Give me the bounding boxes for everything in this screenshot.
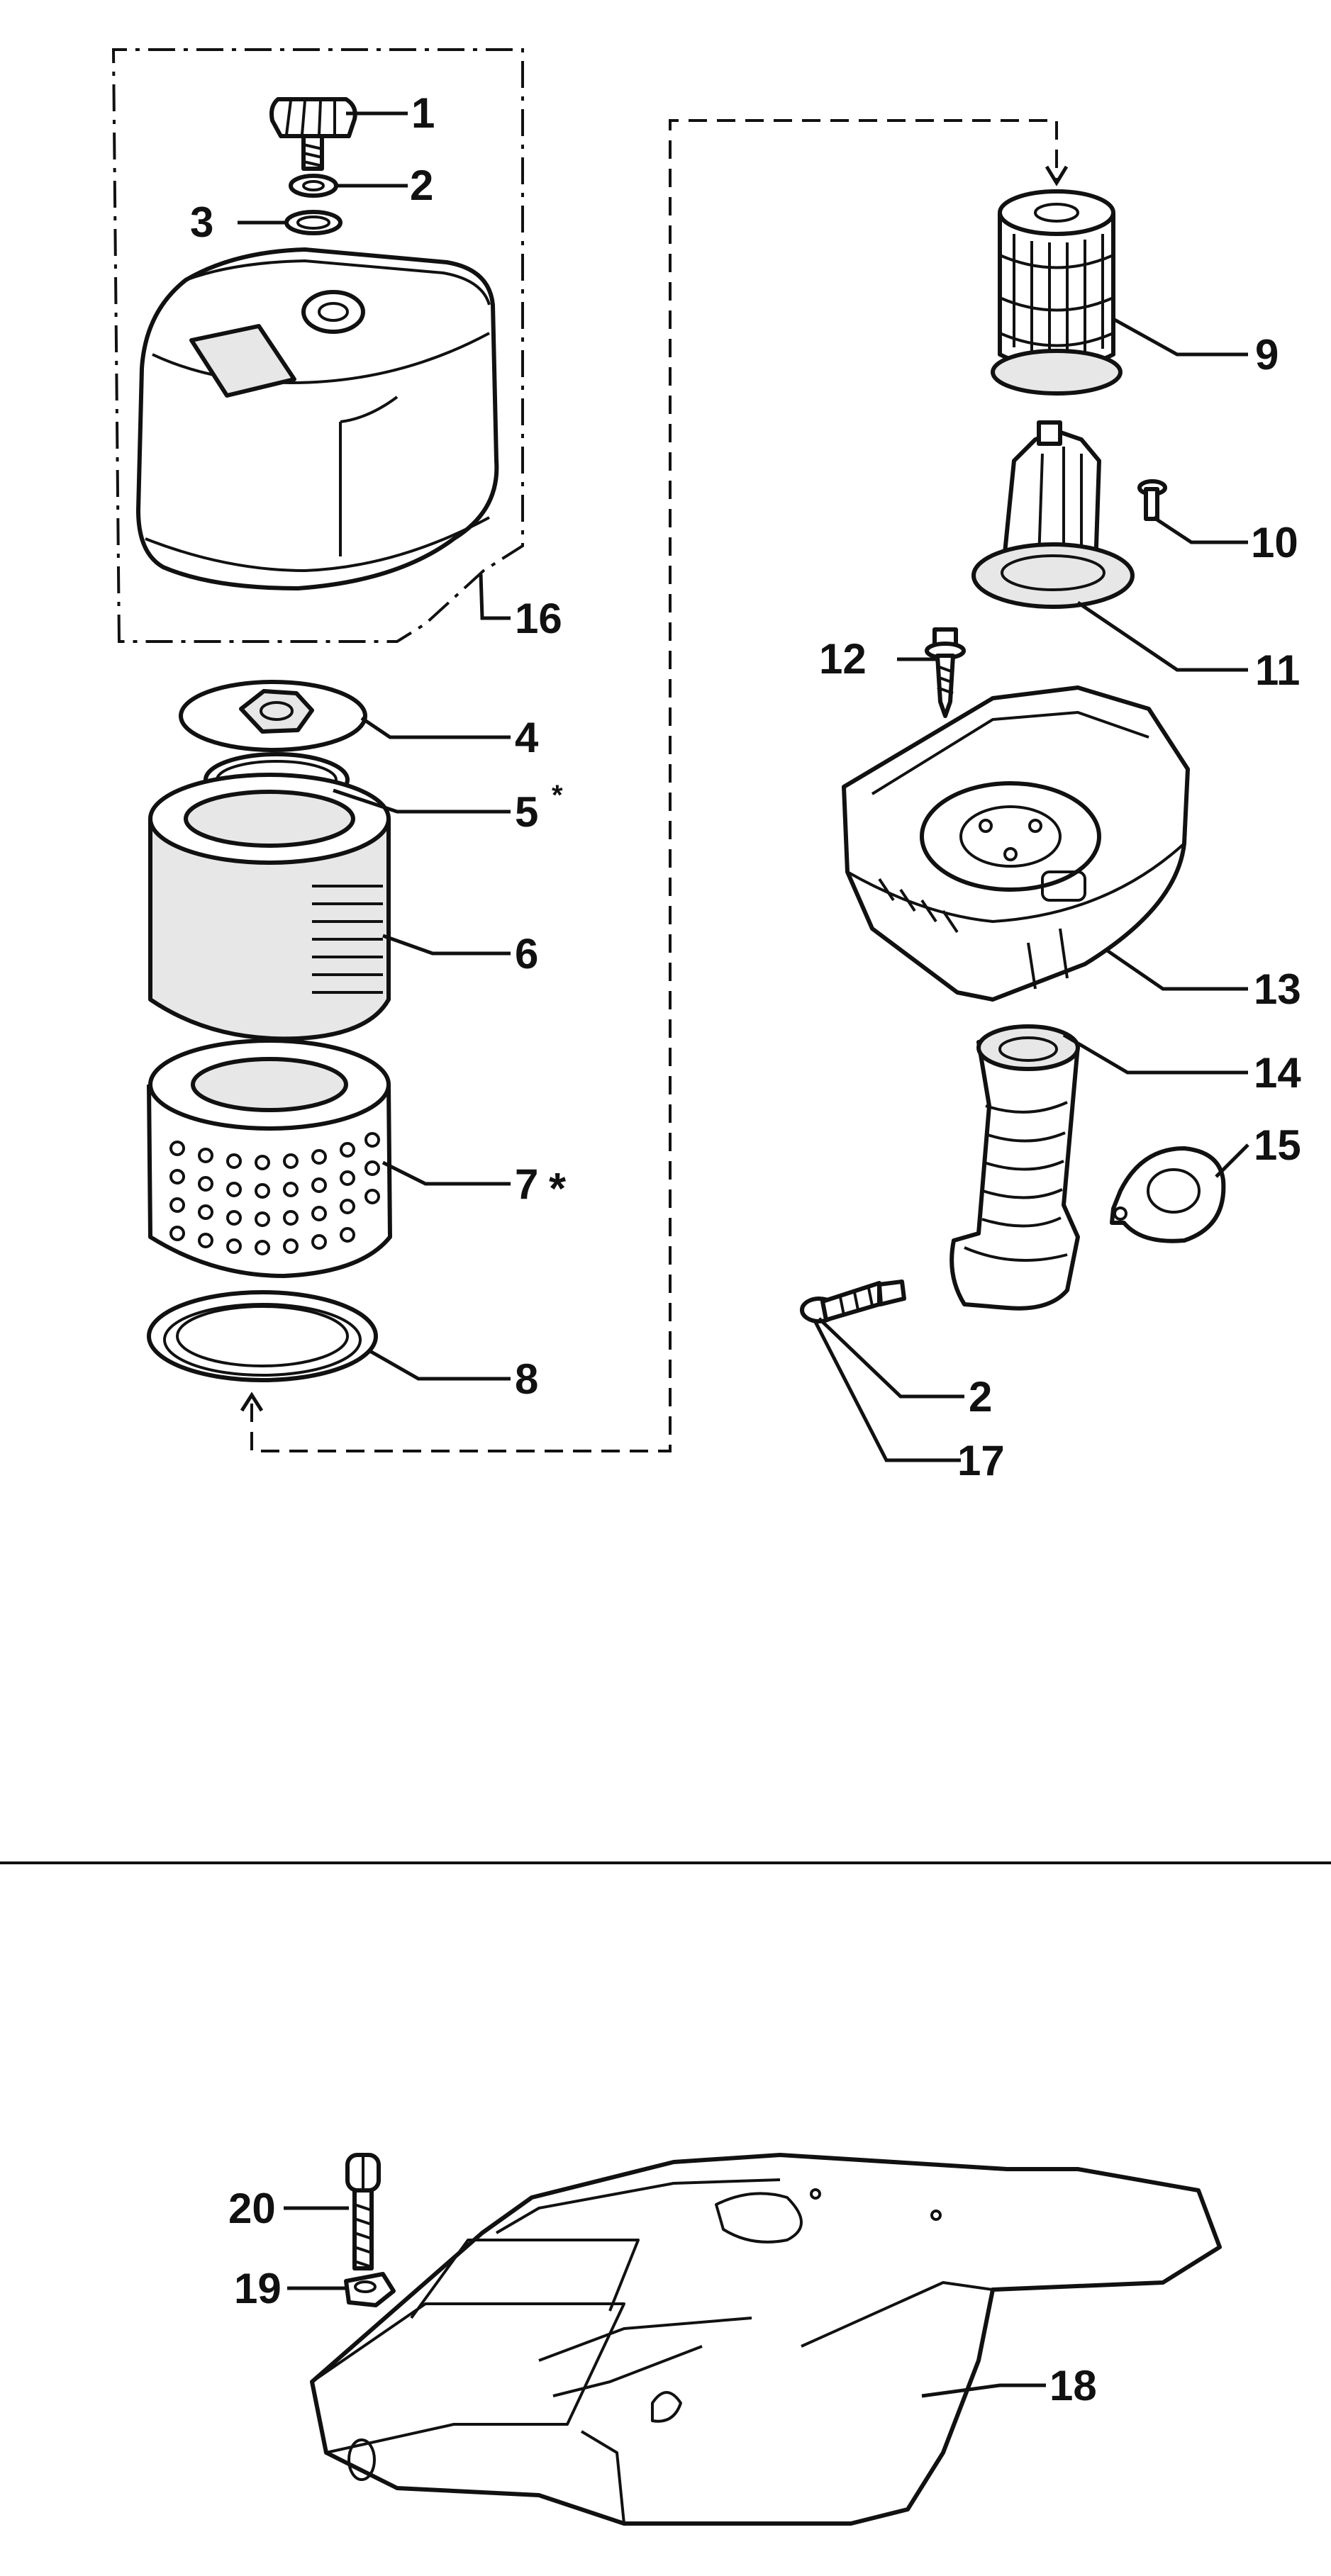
callout-15: 15 <box>1254 1121 1301 1169</box>
callout-7: 7 <box>515 1160 538 1208</box>
bolt-20-part <box>345 2153 381 2270</box>
callout-5-asterisk: * <box>552 780 563 811</box>
o-ring-part <box>284 210 343 235</box>
callout-13: 13 <box>1254 965 1301 1013</box>
callout-labels: 1 2 3 16 4 5 * 6 7 * 8 9 10 11 12 13 14 … <box>190 89 1301 2409</box>
callout-2-lower: 2 <box>969 1373 992 1421</box>
callout-2: 2 <box>410 162 433 209</box>
screw-part <box>925 627 966 718</box>
elbow-part <box>949 1024 1080 1311</box>
callout-5: 5 <box>515 788 538 836</box>
nut-19-part <box>344 2272 396 2307</box>
callout-16: 16 <box>515 595 562 642</box>
callout-3: 3 <box>190 198 213 246</box>
flange-part <box>1110 1146 1226 1243</box>
arrow-head-bottom <box>240 1391 264 1412</box>
handle-frame-part <box>310 2153 1222 2526</box>
filter-cover-part <box>136 247 499 590</box>
washer-part <box>289 174 338 198</box>
callout-7-asterisk: * <box>549 1165 567 1214</box>
callout-6: 6 <box>515 930 538 978</box>
callout-12: 12 <box>819 635 867 683</box>
filter-plate-part <box>179 680 367 752</box>
filter-base-part <box>842 685 1190 1002</box>
callout-17: 17 <box>957 1437 1005 1484</box>
callout-11: 11 <box>1255 646 1300 694</box>
callout-8: 8 <box>515 1355 538 1403</box>
strainer-part <box>991 189 1123 396</box>
callout-1: 1 <box>411 89 435 137</box>
callout-18: 18 <box>1049 2362 1097 2409</box>
small-screw-part <box>1137 479 1167 521</box>
foam-filter-part <box>148 773 391 1041</box>
callout-10: 10 <box>1251 519 1298 566</box>
gasket-part <box>147 1290 378 1382</box>
callout-19: 19 <box>234 2265 282 2312</box>
callout-20: 20 <box>228 2185 276 2232</box>
dashed-connector <box>250 119 1058 1452</box>
perforated-filter-part <box>147 1038 392 1278</box>
leader-lines <box>238 111 1249 2398</box>
knob-part <box>269 97 357 171</box>
callout-14: 14 <box>1254 1049 1301 1097</box>
filter-cage-part <box>971 420 1135 609</box>
callout-9: 9 <box>1255 331 1279 379</box>
assembly-16-boundary <box>111 48 524 643</box>
callout-4: 4 <box>515 714 539 761</box>
bolt-part <box>800 1279 906 1323</box>
arrow-head-top <box>1045 165 1069 186</box>
